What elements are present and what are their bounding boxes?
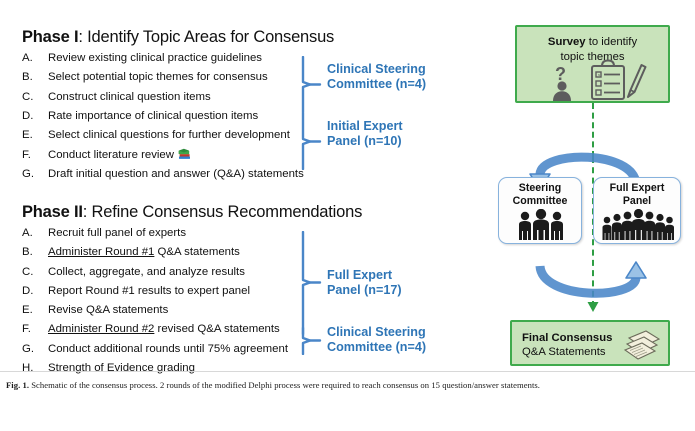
- step-letter: H.: [22, 362, 34, 375]
- step-letter: G.: [22, 342, 35, 355]
- svg-text:?: ?: [555, 65, 566, 84]
- step-text-underlined: Administer Round #1: [48, 246, 155, 259]
- list-item: F. Administer Round #2 revised Q&A state…: [22, 323, 322, 342]
- final-consensus-line1: Final Consensus: [522, 332, 613, 344]
- list-item: G. Conduct additional rounds until 75% a…: [22, 343, 322, 362]
- list-item: B. Administer Round #1 Q&A statements: [22, 246, 322, 265]
- figure-caption: Fig. 1. Schematic of the consensus proce…: [0, 376, 695, 391]
- figure-consensus-process-schematic: Phase I: Identify Topic Areas for Consen…: [0, 0, 695, 375]
- step-text-underlined: Administer Round #2: [48, 323, 155, 336]
- stacked-documents-icon: [623, 330, 661, 360]
- dashed-arrowhead-icon: [587, 302, 599, 312]
- step-letter: B.: [22, 71, 33, 84]
- step-text: Recruit full panel of experts: [48, 227, 187, 239]
- caption-prefix: Fig. 1.: [6, 380, 30, 390]
- list-item: A. Recruit full panel of experts: [22, 227, 322, 246]
- brace-clinical-steering-committee-1: [300, 55, 322, 114]
- phase-2-heading-strong: Phase II: [22, 203, 83, 221]
- phase-2-heading-rest: : Refine Consensus Recommendations: [82, 203, 363, 221]
- step-text: Draft initial question and answer (Q&A) …: [48, 167, 304, 180]
- list-item: E. Revise Q&A statements: [22, 304, 322, 323]
- step-text: Review existing clinical practice guidel…: [48, 52, 262, 64]
- node-full-expert-panel: Full Expert Panel: [593, 177, 681, 244]
- final-consensus-box: Final Consensus Q&A Statements: [510, 320, 670, 366]
- phase-1-heading-strong: Phase I: [22, 28, 79, 46]
- group-label-clinical-steering-committee-1: Clinical Steering Committee (n=4): [327, 62, 426, 92]
- node-label-line2: Panel: [622, 194, 652, 207]
- step-letter: C.: [22, 265, 34, 278]
- node-label-line1: Full Expert: [609, 182, 665, 194]
- caption-divider: [0, 371, 695, 372]
- group-label-line1: Full Expert: [327, 268, 393, 282]
- brace-initial-expert-panel: [300, 111, 322, 171]
- books-icon: [178, 148, 192, 163]
- list-item: A. Review existing clinical practice gui…: [22, 52, 322, 71]
- group-label-line2: Panel (n=10): [327, 134, 402, 148]
- step-letter: E.: [22, 129, 33, 142]
- group-label-line2: Committee (n=4): [327, 77, 427, 91]
- phase-1-heading-rest: : Identify Topic Areas for Consensus: [78, 28, 335, 46]
- consensus-flow-diagram: Survey to identify topic themes ?: [480, 0, 695, 375]
- step-letter: B.: [22, 246, 33, 259]
- list-item: G. Draft initial question and answer (Q&…: [22, 168, 322, 187]
- step-text: Collect, aggregate, and analyze results: [48, 265, 245, 278]
- node-label-line1: Steering: [518, 182, 562, 194]
- step-text: Strength of Evidence grading: [48, 362, 195, 375]
- three-people-icon: [519, 209, 563, 240]
- step-text: Conduct literature review: [48, 149, 174, 162]
- group-label-line1: Initial Expert: [327, 119, 403, 133]
- survey-box-line1-bold: Survey: [547, 36, 586, 48]
- group-label-clinical-steering-committee-2: Clinical Steering Committee (n=4): [327, 325, 426, 355]
- list-item: C. Construct clinical question items: [22, 91, 322, 110]
- node-label-line2: Committee: [512, 194, 568, 207]
- phase-1-heading: Phase I: Identify Topic Areas for Consen…: [22, 28, 334, 47]
- brace-clinical-steering-committee-2: [300, 326, 322, 356]
- step-text: Q&A statements: [154, 246, 240, 259]
- group-label-line2: Committee (n=4): [327, 340, 427, 354]
- step-letter: E.: [22, 304, 33, 317]
- survey-box: Survey to identify topic themes ?: [515, 25, 670, 103]
- phase-2-step-list: A. Recruit full panel of experts B. Admi…: [22, 227, 322, 381]
- list-item: B. Select potential topic themes for con…: [22, 71, 322, 90]
- list-item: D. Report Round #1 results to expert pan…: [22, 285, 322, 304]
- caption-text: Schematic of the consensus process. 2 ro…: [29, 380, 540, 390]
- brace-full-expert-panel: [300, 230, 322, 336]
- group-label-line1: Clinical Steering: [327, 325, 426, 339]
- step-text: Revise Q&A statements: [48, 304, 169, 317]
- step-text: Select potential topic themes for consen…: [48, 71, 268, 84]
- dashed-connector-top: [592, 103, 594, 157]
- list-item: C. Collect, aggregate, and analyze resul…: [22, 266, 322, 285]
- step-text: Construct clinical question items: [48, 90, 211, 103]
- list-item: E. Select clinical questions for further…: [22, 129, 322, 148]
- survey-box-line1: Survey to identify: [517, 35, 668, 49]
- group-label-line1: Clinical Steering: [327, 62, 426, 76]
- group-label-line2: Panel (n=17): [327, 283, 402, 297]
- step-letter: C.: [22, 90, 34, 103]
- step-letter: A.: [22, 227, 33, 239]
- phase-2-heading: Phase II: Refine Consensus Recommendatio…: [22, 203, 362, 222]
- list-item: F. Conduct literature review: [22, 148, 322, 167]
- group-label-full-expert-panel: Full Expert Panel (n=17): [327, 268, 402, 298]
- clipboard-pencil-icon: [591, 59, 647, 100]
- step-text: Conduct additional rounds until 75% agre…: [48, 342, 288, 355]
- step-letter: F.: [22, 323, 31, 336]
- many-people-icon: [602, 209, 674, 240]
- step-text: Rate importance of clinical question ite…: [48, 109, 259, 122]
- question-mark-person-icon: ?: [553, 65, 571, 101]
- phase-1-step-list: A. Review existing clinical practice gui…: [22, 52, 322, 187]
- phases-column: Phase I: Identify Topic Areas for Consen…: [22, 28, 426, 374]
- list-item: D. Rate importance of clinical question …: [22, 110, 322, 129]
- step-letter: D.: [22, 109, 34, 122]
- group-label-initial-expert-panel: Initial Expert Panel (n=10): [327, 119, 403, 149]
- step-text: Report Round #1 results to expert panel: [48, 284, 250, 297]
- step-text: Select clinical questions for further de…: [48, 129, 290, 142]
- survey-box-line1-rest: to identify: [585, 36, 638, 48]
- node-steering-committee: Steering Committee: [498, 177, 582, 244]
- step-letter: G.: [22, 167, 35, 180]
- step-letter: D.: [22, 284, 34, 297]
- step-letter: F.: [22, 149, 31, 162]
- step-letter: A.: [22, 52, 33, 64]
- step-text: revised Q&A statements: [154, 323, 280, 336]
- final-consensus-line2: Q&A Statements: [522, 346, 606, 358]
